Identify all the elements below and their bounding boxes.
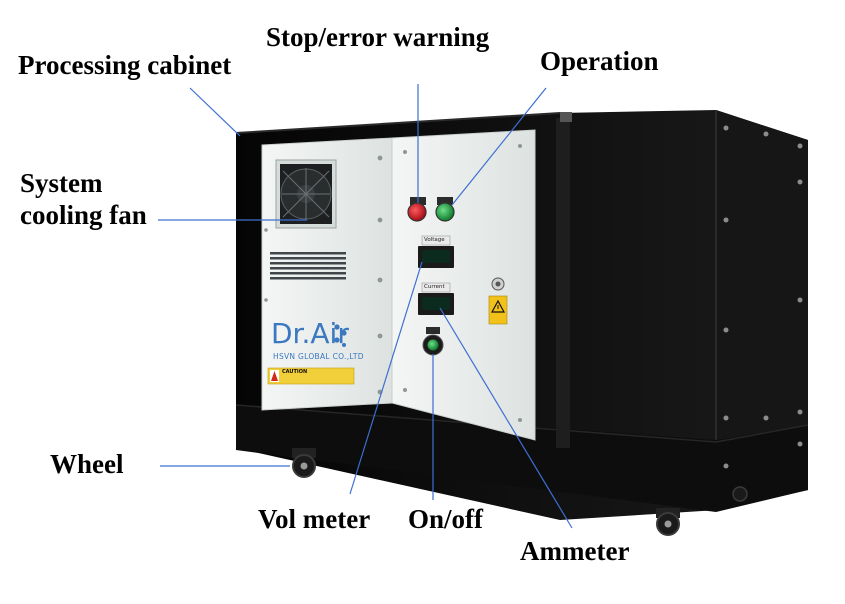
wheel-rear bbox=[732, 486, 748, 502]
label-operation: Operation bbox=[540, 46, 659, 76]
brand-logo-text: Dr.Air bbox=[271, 317, 349, 350]
brand-company-text: HSVN GLOBAL CO.,LTD bbox=[273, 352, 364, 361]
label-on-off: On/off bbox=[408, 504, 484, 534]
label-vol-meter: Vol meter bbox=[258, 504, 371, 534]
label-wheel: Wheel bbox=[50, 449, 124, 479]
label-cooling-fan-line1: System bbox=[20, 168, 103, 198]
label-cooling-fan-line2: cooling fan bbox=[20, 200, 147, 230]
fan-panel bbox=[261, 137, 393, 411]
voltage-tag: Voltage bbox=[424, 237, 445, 243]
leader-vol-meter bbox=[349, 261, 423, 495]
label-ammeter: Ammeter bbox=[520, 536, 630, 566]
wheel-right bbox=[656, 508, 680, 536]
current-tag: Current bbox=[424, 284, 445, 290]
control-panel bbox=[391, 129, 536, 441]
leader-lines bbox=[158, 84, 573, 529]
leader-ammeter bbox=[439, 307, 573, 529]
wheel-left bbox=[292, 448, 316, 478]
leader-operation bbox=[451, 87, 547, 206]
leader-processing-cabinet bbox=[189, 87, 241, 137]
label-processing-cabinet: Processing cabinet bbox=[18, 50, 232, 80]
label-stop-warning: Stop/error warning bbox=[266, 22, 490, 52]
caution-text: CAUTION bbox=[282, 369, 308, 375]
